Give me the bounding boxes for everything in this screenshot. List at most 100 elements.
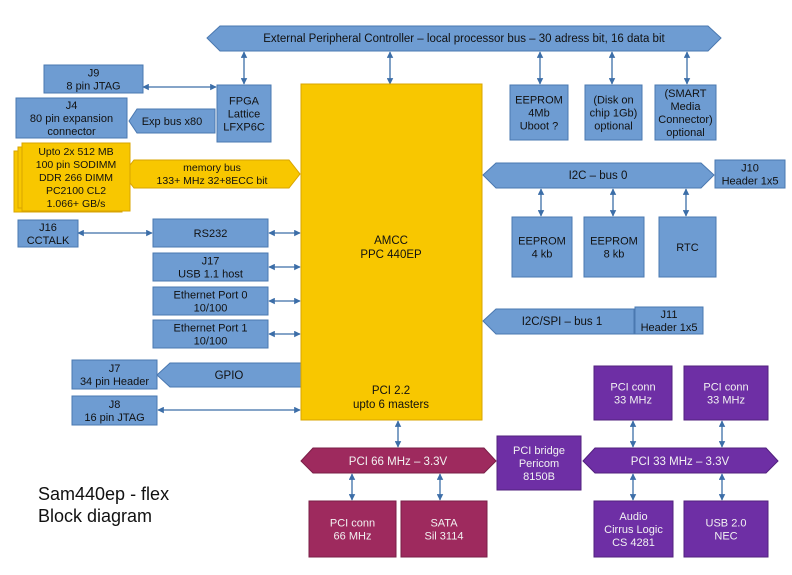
i2cspi-bus-label: I2C/SPI – bus 1	[522, 316, 603, 328]
j17-label-line1: J17	[202, 255, 220, 267]
eth1-block: Ethernet Port 110/100	[152, 319, 269, 349]
eth1-box	[152, 319, 269, 349]
smart-label-line2: Media	[671, 101, 702, 113]
memory-bus	[122, 159, 301, 189]
rs232-box	[152, 218, 269, 248]
memory-line3: DDR 266 DIMM	[39, 172, 113, 184]
j11-label-line2: Header 1x5	[641, 322, 698, 334]
i2c0-bus	[482, 162, 715, 189]
j10-label-line2: Header 1x5	[722, 175, 779, 187]
usb20-label-line1: USB 2.0	[706, 517, 747, 529]
cpu-name-line1: AMCC	[374, 235, 408, 247]
pci33-bus-label: PCI 33 MHz – 3.3V	[631, 456, 730, 468]
rtc-label-line1: RTC	[676, 242, 698, 254]
exp-bus-label: Exp bus x80	[142, 116, 203, 128]
fpga-label-line3: LFXP6C	[223, 121, 265, 133]
pcibridge-label-line3: 8150B	[523, 471, 555, 483]
disk-box	[584, 84, 643, 141]
smart-box	[654, 84, 717, 141]
eeprom8kb-box	[583, 216, 645, 278]
connections	[77, 51, 726, 501]
smart-label-line1: (SMART	[665, 88, 707, 100]
eeprom4kb-label-line2: 4 kb	[532, 248, 553, 260]
j9-block: J98 pin JTAG	[43, 64, 144, 94]
memory-block: Upto 2x 512 MB 100 pin SODIMM DDR 266 DI…	[13, 142, 131, 213]
j7-box	[71, 359, 158, 390]
j10-label-line1: J10	[741, 162, 759, 174]
rs232-label-line1: RS232	[194, 228, 228, 240]
j11-box	[634, 306, 704, 335]
pciconn2-label-line1: PCI conn	[703, 381, 748, 393]
j7-label-line2: 34 pin Header	[80, 376, 149, 388]
smart-label-line3: Connector)	[658, 114, 712, 126]
pciconn1-label-line1: PCI conn	[610, 381, 655, 393]
diagram-title-line2: Block diagram	[38, 506, 152, 526]
memory-line4: PC2100 CL2	[46, 185, 106, 197]
pciconn66-label-line2: 66 MHz	[334, 530, 372, 542]
fpga-box	[216, 84, 272, 143]
sata-label-line2: Sil 3114	[425, 530, 464, 542]
pcibridge-box	[496, 435, 582, 491]
usb20-label-line2: NEC	[714, 530, 737, 542]
j16-label-line1: J16	[39, 222, 57, 234]
eeprom4mb-label-line1: EEPROM	[515, 94, 563, 106]
j17-box	[152, 252, 269, 282]
j4-label-line2: 80 pin expansion	[30, 113, 113, 125]
pciconn1-box	[593, 365, 673, 421]
j7-label-line1: J7	[109, 363, 121, 375]
eeprom4kb-box	[511, 216, 573, 278]
rs232-block: RS232	[152, 218, 269, 248]
pciconn1-label-line2: 33 MHz	[614, 394, 652, 406]
audio-label-line3: CS 4281	[612, 537, 655, 549]
usb20-box	[683, 500, 769, 558]
fpga-label-line1: FPGA	[229, 95, 260, 107]
eth1-label-line2: 10/100	[194, 335, 228, 347]
j4-label-line3: connector	[47, 126, 96, 138]
sata-box	[400, 500, 488, 558]
pci66-bus	[300, 447, 497, 474]
memory-bus-line2: 133+ MHz 32+8ECC bit	[157, 175, 268, 187]
epc-bus-label: External Peripheral Controller – local p…	[263, 33, 665, 45]
memory-bus-line1: memory bus	[183, 162, 241, 174]
cpu-pci-line2: upto 6 masters	[353, 399, 429, 411]
eeprom4mb-label-line3: Uboot ?	[520, 120, 559, 132]
j9-label-line1: J9	[88, 67, 100, 79]
eeprom4mb-box	[509, 84, 569, 141]
j16-label-line2: CCTALK	[27, 235, 70, 247]
rtc-box	[658, 216, 717, 278]
audio-box	[593, 500, 674, 558]
epc-bus	[206, 25, 722, 52]
pci33-bus	[582, 447, 779, 474]
pciconn66-label-line1: PCI conn	[330, 517, 375, 529]
eeprom8kb-label-line1: EEPROM	[590, 235, 638, 247]
eth0-block: Ethernet Port 010/100	[152, 286, 269, 316]
j8-label-line1: J8	[109, 399, 121, 411]
j16-box	[17, 219, 79, 248]
gpio-bus-label: GPIO	[215, 370, 244, 382]
pciconn2-label-line2: 33 MHz	[707, 394, 745, 406]
diagram-title-line1: Sam440ep - flex	[38, 484, 169, 504]
exp-bus	[128, 108, 216, 134]
pciconn2-box	[683, 365, 769, 421]
j8-label-line2: 16 pin JTAG	[84, 412, 144, 424]
eeprom4kb-label-line1: EEPROM	[518, 235, 566, 247]
j4-label-line1: J4	[66, 100, 78, 112]
cpu-pci-line1: PCI 2.2	[372, 385, 410, 397]
pci66-bus-label: PCI 66 MHz – 3.3V	[349, 456, 448, 468]
j17-label-line2: USB 1.1 host	[178, 268, 243, 280]
